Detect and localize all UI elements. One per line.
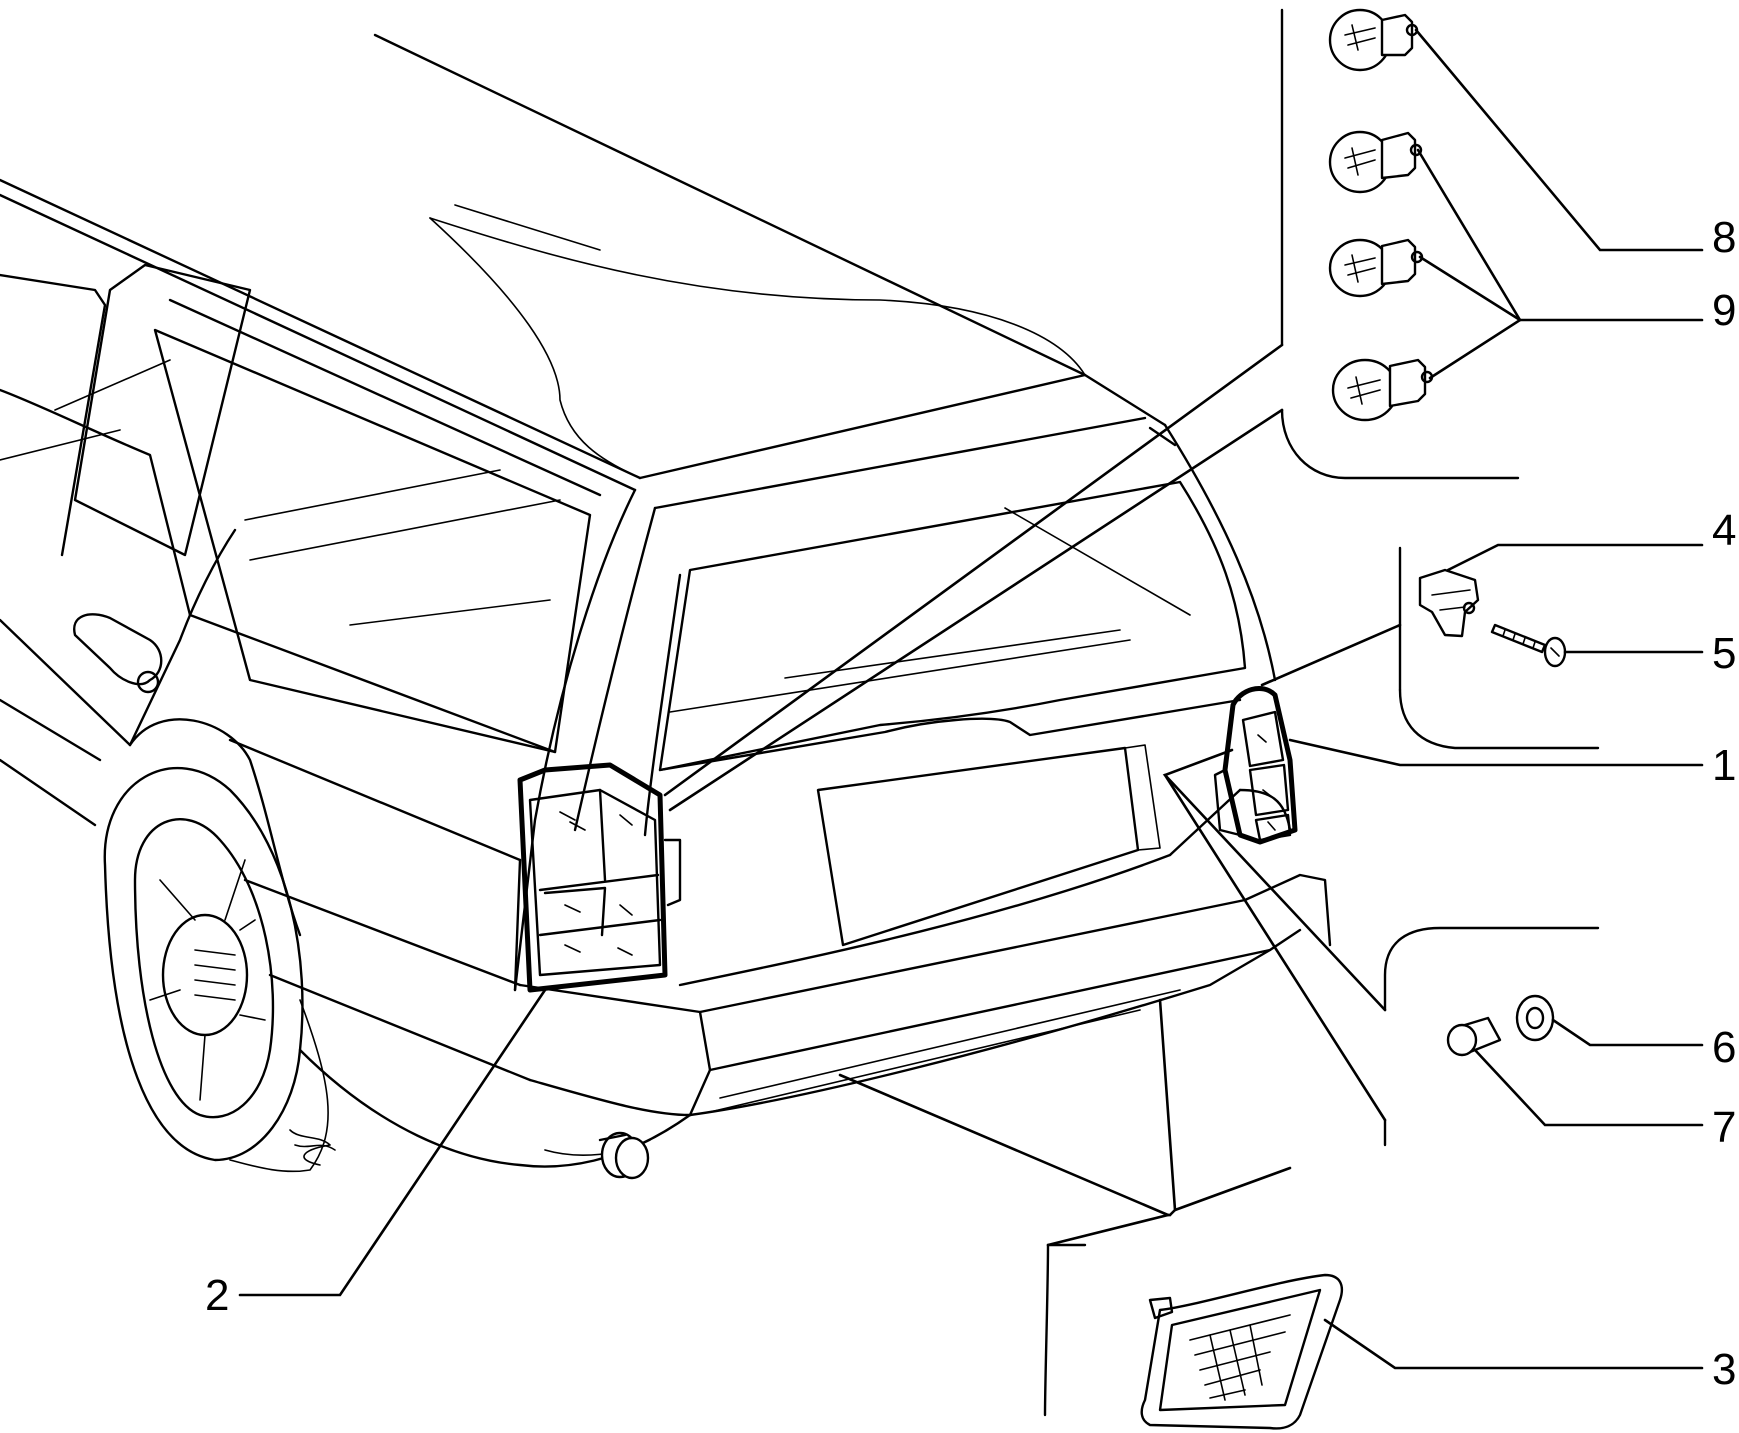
bulb-8 bbox=[1328, 8, 1419, 72]
callout-5: 5 bbox=[1712, 629, 1736, 678]
callout-3: 3 bbox=[1712, 1345, 1736, 1394]
bulb-9a bbox=[1328, 130, 1423, 194]
callout-4: 4 bbox=[1712, 506, 1736, 555]
leader-lines bbox=[238, 28, 1704, 1370]
callout-9: 9 bbox=[1712, 286, 1736, 335]
callout-7: 7 bbox=[1712, 1103, 1736, 1152]
rear-wheel bbox=[103, 766, 336, 1173]
callout-2: 2 bbox=[205, 1271, 229, 1320]
clip-and-screw bbox=[1398, 546, 1600, 750]
side-marker-lamp bbox=[1043, 1243, 1344, 1430]
bulb-9b bbox=[1328, 238, 1424, 298]
car-outline bbox=[0, 33, 1332, 1180]
bulb-9c bbox=[1331, 358, 1434, 422]
right-tail-light bbox=[1213, 686, 1298, 845]
callout-labels: 1 2 3 4 5 6 7 8 9 bbox=[205, 213, 1736, 1394]
left-tail-light bbox=[517, 762, 682, 993]
bulbs bbox=[1280, 8, 1520, 480]
callout-1: 1 bbox=[1712, 741, 1736, 790]
grommets bbox=[1383, 926, 1600, 1147]
callout-6: 6 bbox=[1712, 1023, 1736, 1072]
callout-8: 8 bbox=[1712, 213, 1736, 262]
